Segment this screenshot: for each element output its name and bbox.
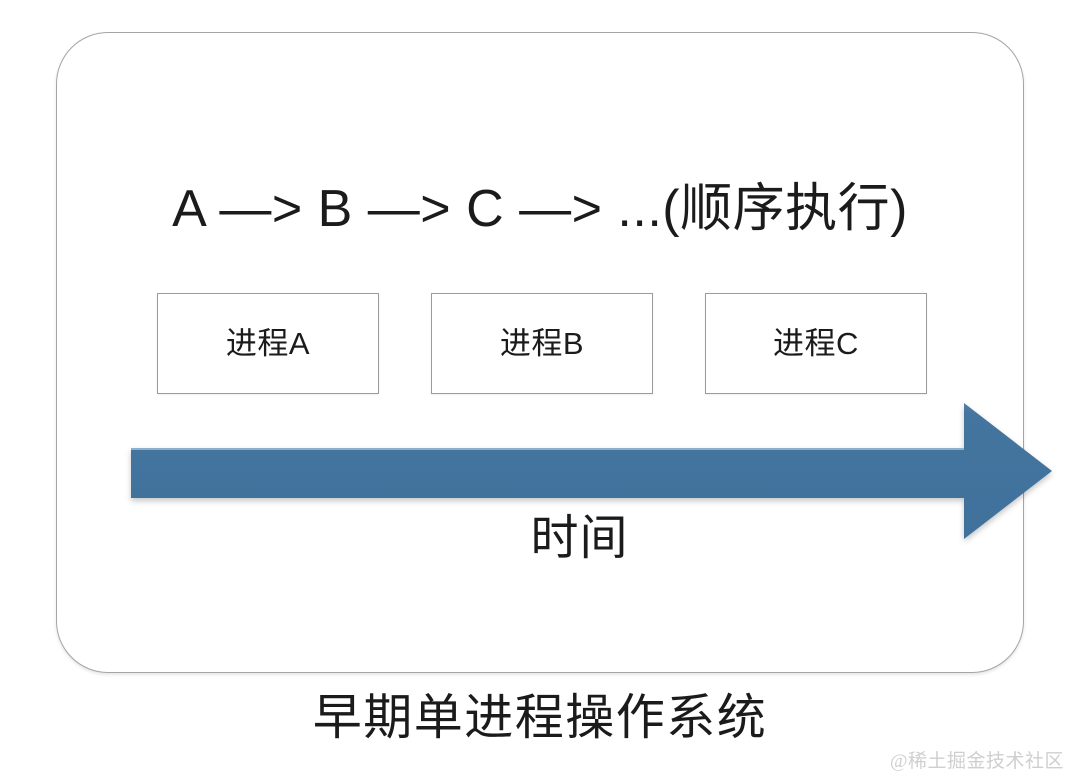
process-box-a: 进程A: [157, 293, 379, 394]
process-box-c: 进程C: [705, 293, 927, 394]
time-arrow-icon: [131, 399, 1057, 543]
sequence-execution-text: A —> B —> C —> ...(顺序执行): [172, 180, 908, 238]
process-box-b: 进程B: [431, 293, 653, 394]
process-label-c: 进程C: [773, 326, 859, 361]
process-label-a: 进程A: [225, 326, 311, 361]
time-axis-label: 时间: [530, 512, 629, 565]
process-label-b: 进程B: [499, 326, 585, 361]
diagram-caption: 早期单进程操作系统: [312, 691, 768, 745]
watermark: @稀土掘金技术社区: [890, 751, 1064, 772]
diagram-frame: A —> B —> C —> ...(顺序执行) 进程A 进程B 进程C: [56, 32, 1052, 673]
process-box-row: 进程A 进程B 进程C: [157, 293, 927, 394]
